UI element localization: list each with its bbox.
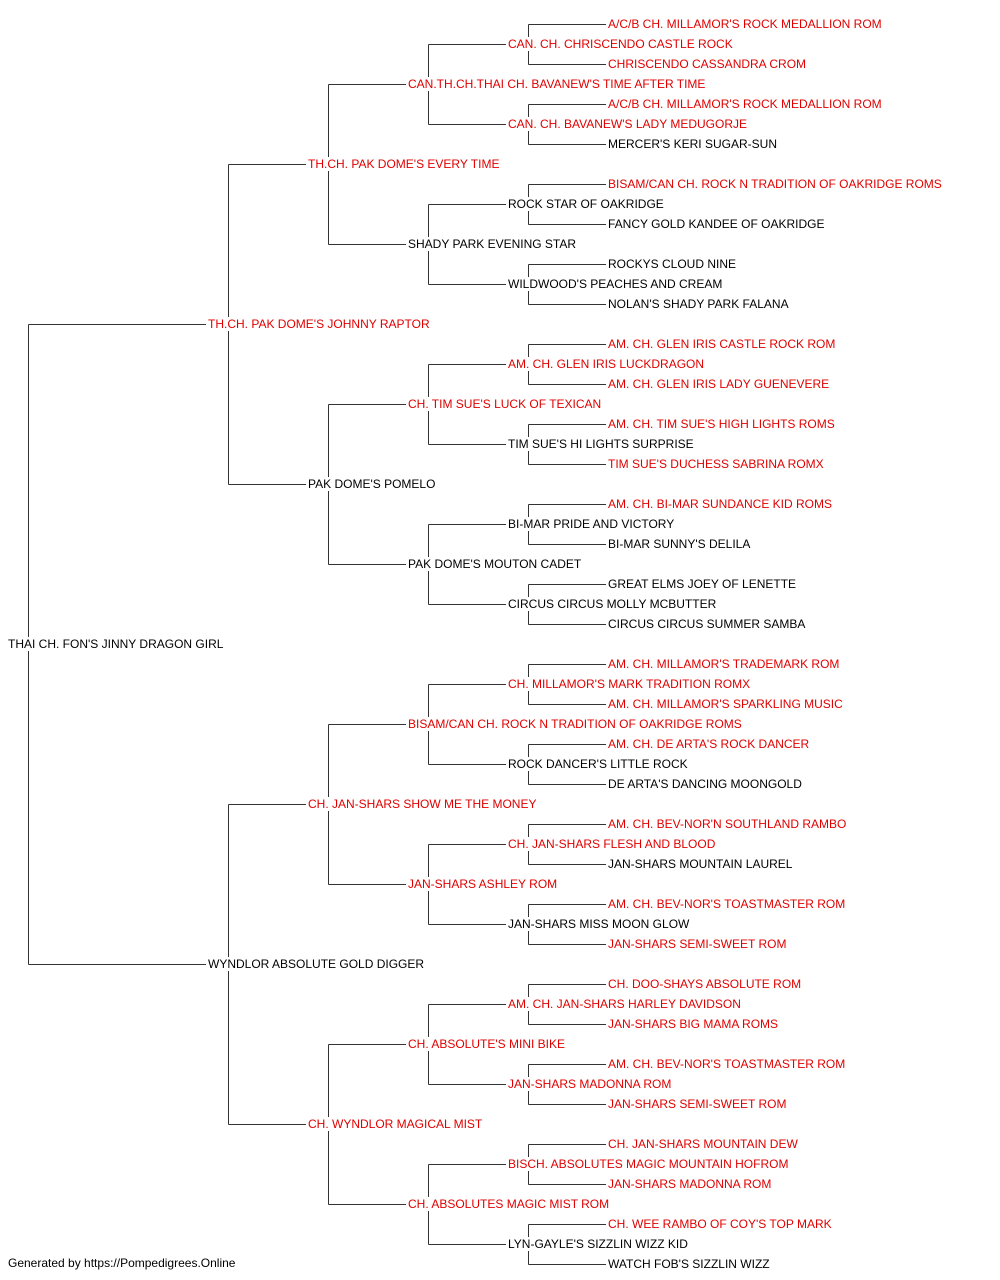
pedigree-entry: JAN-SHARS ASHLEY ROM <box>408 877 559 891</box>
pedigree-entry: DE ARTA'S DANCING MOONGOLD <box>608 777 803 791</box>
pedigree-entry: BISAM/CAN CH. ROCK N TRADITION OF OAKRID… <box>408 717 743 731</box>
pedigree-entry: AM. CH. GLEN IRIS CASTLE ROCK ROM <box>608 337 837 351</box>
pedigree-entry: JAN-SHARS BIG MAMA ROMS <box>608 1017 780 1031</box>
pedigree-entry: TH.CH. PAK DOME'S JOHNNY RAPTOR <box>208 317 431 331</box>
pedigree-entry: CH. TIM SUE'S LUCK OF TEXICAN <box>408 397 603 411</box>
pedigree-entry: CIRCUS CIRCUS MOLLY MCBUTTER <box>508 597 718 611</box>
pedigree-entry: CH. WEE RAMBO OF COY'S TOP MARK <box>608 1217 833 1231</box>
pedigree-entry: CAN.TH.CH.THAI CH. BAVANEW'S TIME AFTER … <box>408 77 707 91</box>
pedigree-entry: CHRISCENDO CASSANDRA CROM <box>608 57 808 71</box>
pedigree-entry: TIM SUE'S HI LIGHTS SURPRISE <box>508 437 695 451</box>
pedigree-entry: GREAT ELMS JOEY OF LENETTE <box>608 577 798 591</box>
pedigree-entry: AM. CH. BEV-NOR'S TOASTMASTER ROM <box>608 897 847 911</box>
pedigree-entry: CH. MILLAMOR'S MARK TRADITION ROMX <box>508 677 752 691</box>
pedigree-entry: JAN-SHARS SEMI-SWEET ROM <box>608 1097 788 1111</box>
pedigree-entry: JAN-SHARS SEMI-SWEET ROM <box>608 937 788 951</box>
pedigree-entry: AM. CH. MILLAMOR'S TRADEMARK ROM <box>608 657 841 671</box>
pedigree-entry: AM. CH. GLEN IRIS LUCKDRAGON <box>508 357 706 371</box>
pedigree-entry: JAN-SHARS MADONNA ROM <box>508 1077 673 1091</box>
pedigree-entry: WILDWOOD'S PEACHES AND CREAM <box>508 277 724 291</box>
pedigree-entry: LYN-GAYLE'S SIZZLIN WIZZ KID <box>508 1237 689 1251</box>
pedigree-entry: CH. ABSOLUTE'S MINI BIKE <box>408 1037 566 1051</box>
pedigree-entry: BISAM/CAN CH. ROCK N TRADITION OF OAKRID… <box>608 177 943 191</box>
pedigree-entry: AM. CH. BEV-NOR'S TOASTMASTER ROM <box>608 1057 847 1071</box>
generated-by-footer: Generated by https://Pompedigrees.Online <box>8 1256 236 1270</box>
pedigree-entry: CH. JAN-SHARS FLESH AND BLOOD <box>508 837 717 851</box>
pedigree-entry: FANCY GOLD KANDEE OF OAKRIDGE <box>608 217 826 231</box>
pedigree-entry: JAN-SHARS MOUNTAIN LAUREL <box>608 857 794 871</box>
pedigree-entry: PAK DOME'S POMELO <box>308 477 437 491</box>
pedigree-entry: AM. CH. BEV-NOR'N SOUTHLAND RAMBO <box>608 817 848 831</box>
pedigree-entry: AM. CH. DE ARTA'S ROCK DANCER <box>608 737 811 751</box>
pedigree-entry: JAN-SHARS MISS MOON GLOW <box>508 917 691 931</box>
pedigree-entry: BI-MAR SUNNY'S DELILA <box>608 537 752 551</box>
pedigree-entry: CH. WYNDLOR MAGICAL MIST <box>308 1117 484 1131</box>
pedigree-entry: BISCH. ABSOLUTES MAGIC MOUNTAIN HOFROM <box>508 1157 790 1171</box>
pedigree-entry: WYNDLOR ABSOLUTE GOLD DIGGER <box>208 957 426 971</box>
pedigree-entry: CAN. CH. CHRISCENDO CASTLE ROCK <box>508 37 734 51</box>
pedigree-entry: CH. JAN-SHARS MOUNTAIN DEW <box>608 1137 799 1151</box>
pedigree-entry: ROCK STAR OF OAKRIDGE <box>508 197 665 211</box>
pedigree-entry: WATCH FOB'S SIZZLIN WIZZ <box>608 1257 771 1271</box>
pedigree-entry: SHADY PARK EVENING STAR <box>408 237 578 251</box>
pedigree-entry: ROCK DANCER'S LITTLE ROCK <box>508 757 689 771</box>
pedigree-entry: THAI CH. FON'S JINNY DRAGON GIRL <box>8 637 225 651</box>
pedigree-entry: CH. JAN-SHARS SHOW ME THE MONEY <box>308 797 538 811</box>
pedigree-entry: NOLAN'S SHADY PARK FALANA <box>608 297 790 311</box>
pedigree-entry: TIM SUE'S DUCHESS SABRINA ROMX <box>608 457 825 471</box>
pedigree-entry: AM. CH. JAN-SHARS HARLEY DAVIDSON <box>508 997 742 1011</box>
pedigree-entry: AM. CH. TIM SUE'S HIGH LIGHTS ROMS <box>608 417 836 431</box>
pedigree-entry: MERCER'S KERI SUGAR-SUN <box>608 137 778 151</box>
pedigree-entry: A/C/B CH. MILLAMOR'S ROCK MEDALLION ROM <box>608 17 883 31</box>
pedigree-entry: ROCKYS CLOUD NINE <box>608 257 738 271</box>
pedigree-entry: AM. CH. MILLAMOR'S SPARKLING MUSIC <box>608 697 844 711</box>
pedigree-entry: JAN-SHARS MADONNA ROM <box>608 1177 773 1191</box>
pedigree-entry: AM. CH. BI-MAR SUNDANCE KID ROMS <box>608 497 834 511</box>
pedigree-entry: CIRCUS CIRCUS SUMMER SAMBA <box>608 617 807 631</box>
pedigree-entry: TH.CH. PAK DOME'S EVERY TIME <box>308 157 501 171</box>
pedigree-entry: CH. DOO-SHAYS ABSOLUTE ROM <box>608 977 803 991</box>
pedigree-entry: A/C/B CH. MILLAMOR'S ROCK MEDALLION ROM <box>608 97 883 111</box>
pedigree-entry: BI-MAR PRIDE AND VICTORY <box>508 517 676 531</box>
pedigree-entry: PAK DOME'S MOUTON CADET <box>408 557 583 571</box>
pedigree-entry: CAN. CH. BAVANEW'S LADY MEDUGORJE <box>508 117 748 131</box>
pedigree-entry: AM. CH. GLEN IRIS LADY GUENEVERE <box>608 377 831 391</box>
pedigree-entry: CH. ABSOLUTES MAGIC MIST ROM <box>408 1197 611 1211</box>
